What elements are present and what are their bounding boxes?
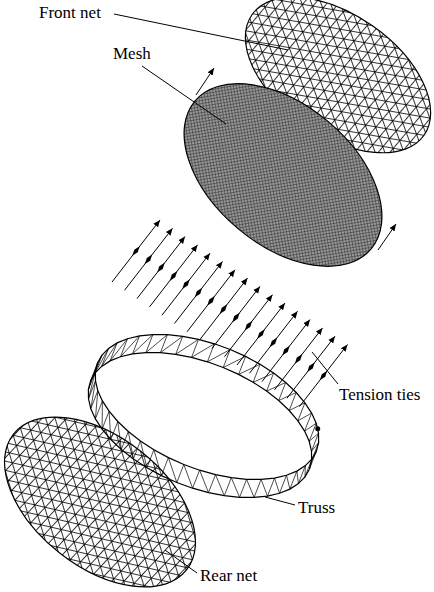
tie-spring bbox=[195, 288, 202, 297]
tie-spring bbox=[295, 354, 302, 363]
part-label: Truss bbox=[297, 498, 336, 518]
tie-line bbox=[187, 270, 235, 332]
tie-spring bbox=[157, 263, 164, 272]
tie-line bbox=[175, 262, 223, 324]
tie-line bbox=[150, 245, 198, 307]
tie-spring bbox=[307, 362, 314, 371]
rear-net bbox=[0, 383, 227, 592]
tie-spring bbox=[132, 246, 139, 255]
tie-spring bbox=[320, 371, 327, 380]
tie-spring bbox=[170, 271, 177, 280]
tie-spring bbox=[282, 346, 289, 355]
tie-spring bbox=[207, 296, 214, 305]
tie-line bbox=[250, 311, 298, 373]
mesh-arrow bbox=[196, 68, 214, 95]
part-label: Mesh bbox=[112, 44, 152, 64]
tie-spring bbox=[182, 279, 189, 288]
tie-line bbox=[225, 295, 273, 357]
tension-ties bbox=[112, 220, 348, 407]
tie-line bbox=[125, 228, 173, 290]
tie-line bbox=[137, 237, 185, 299]
tie-spring bbox=[232, 313, 239, 322]
tie-spring bbox=[245, 321, 252, 330]
leader-line bbox=[165, 550, 197, 573]
truss-joint bbox=[315, 426, 320, 431]
mesh-disc bbox=[150, 47, 416, 302]
tie-line bbox=[287, 336, 335, 398]
tie-line bbox=[112, 220, 160, 282]
leader-line bbox=[142, 66, 226, 124]
tie-line bbox=[162, 253, 210, 315]
part-label: Front net bbox=[38, 3, 102, 23]
tie-line bbox=[212, 286, 260, 348]
part-label: Rear net bbox=[199, 566, 258, 586]
tie-spring bbox=[257, 329, 264, 338]
tie-spring bbox=[270, 338, 277, 347]
tie-line bbox=[275, 328, 323, 390]
leader-line bbox=[312, 352, 338, 384]
tie-spring bbox=[220, 304, 227, 313]
mesh-arrow bbox=[378, 224, 396, 250]
tie-spring bbox=[145, 255, 152, 264]
tie-line bbox=[200, 278, 248, 340]
tie-line bbox=[262, 320, 310, 382]
leader-line bbox=[265, 497, 295, 505]
part-label: Tension ties bbox=[338, 385, 421, 405]
